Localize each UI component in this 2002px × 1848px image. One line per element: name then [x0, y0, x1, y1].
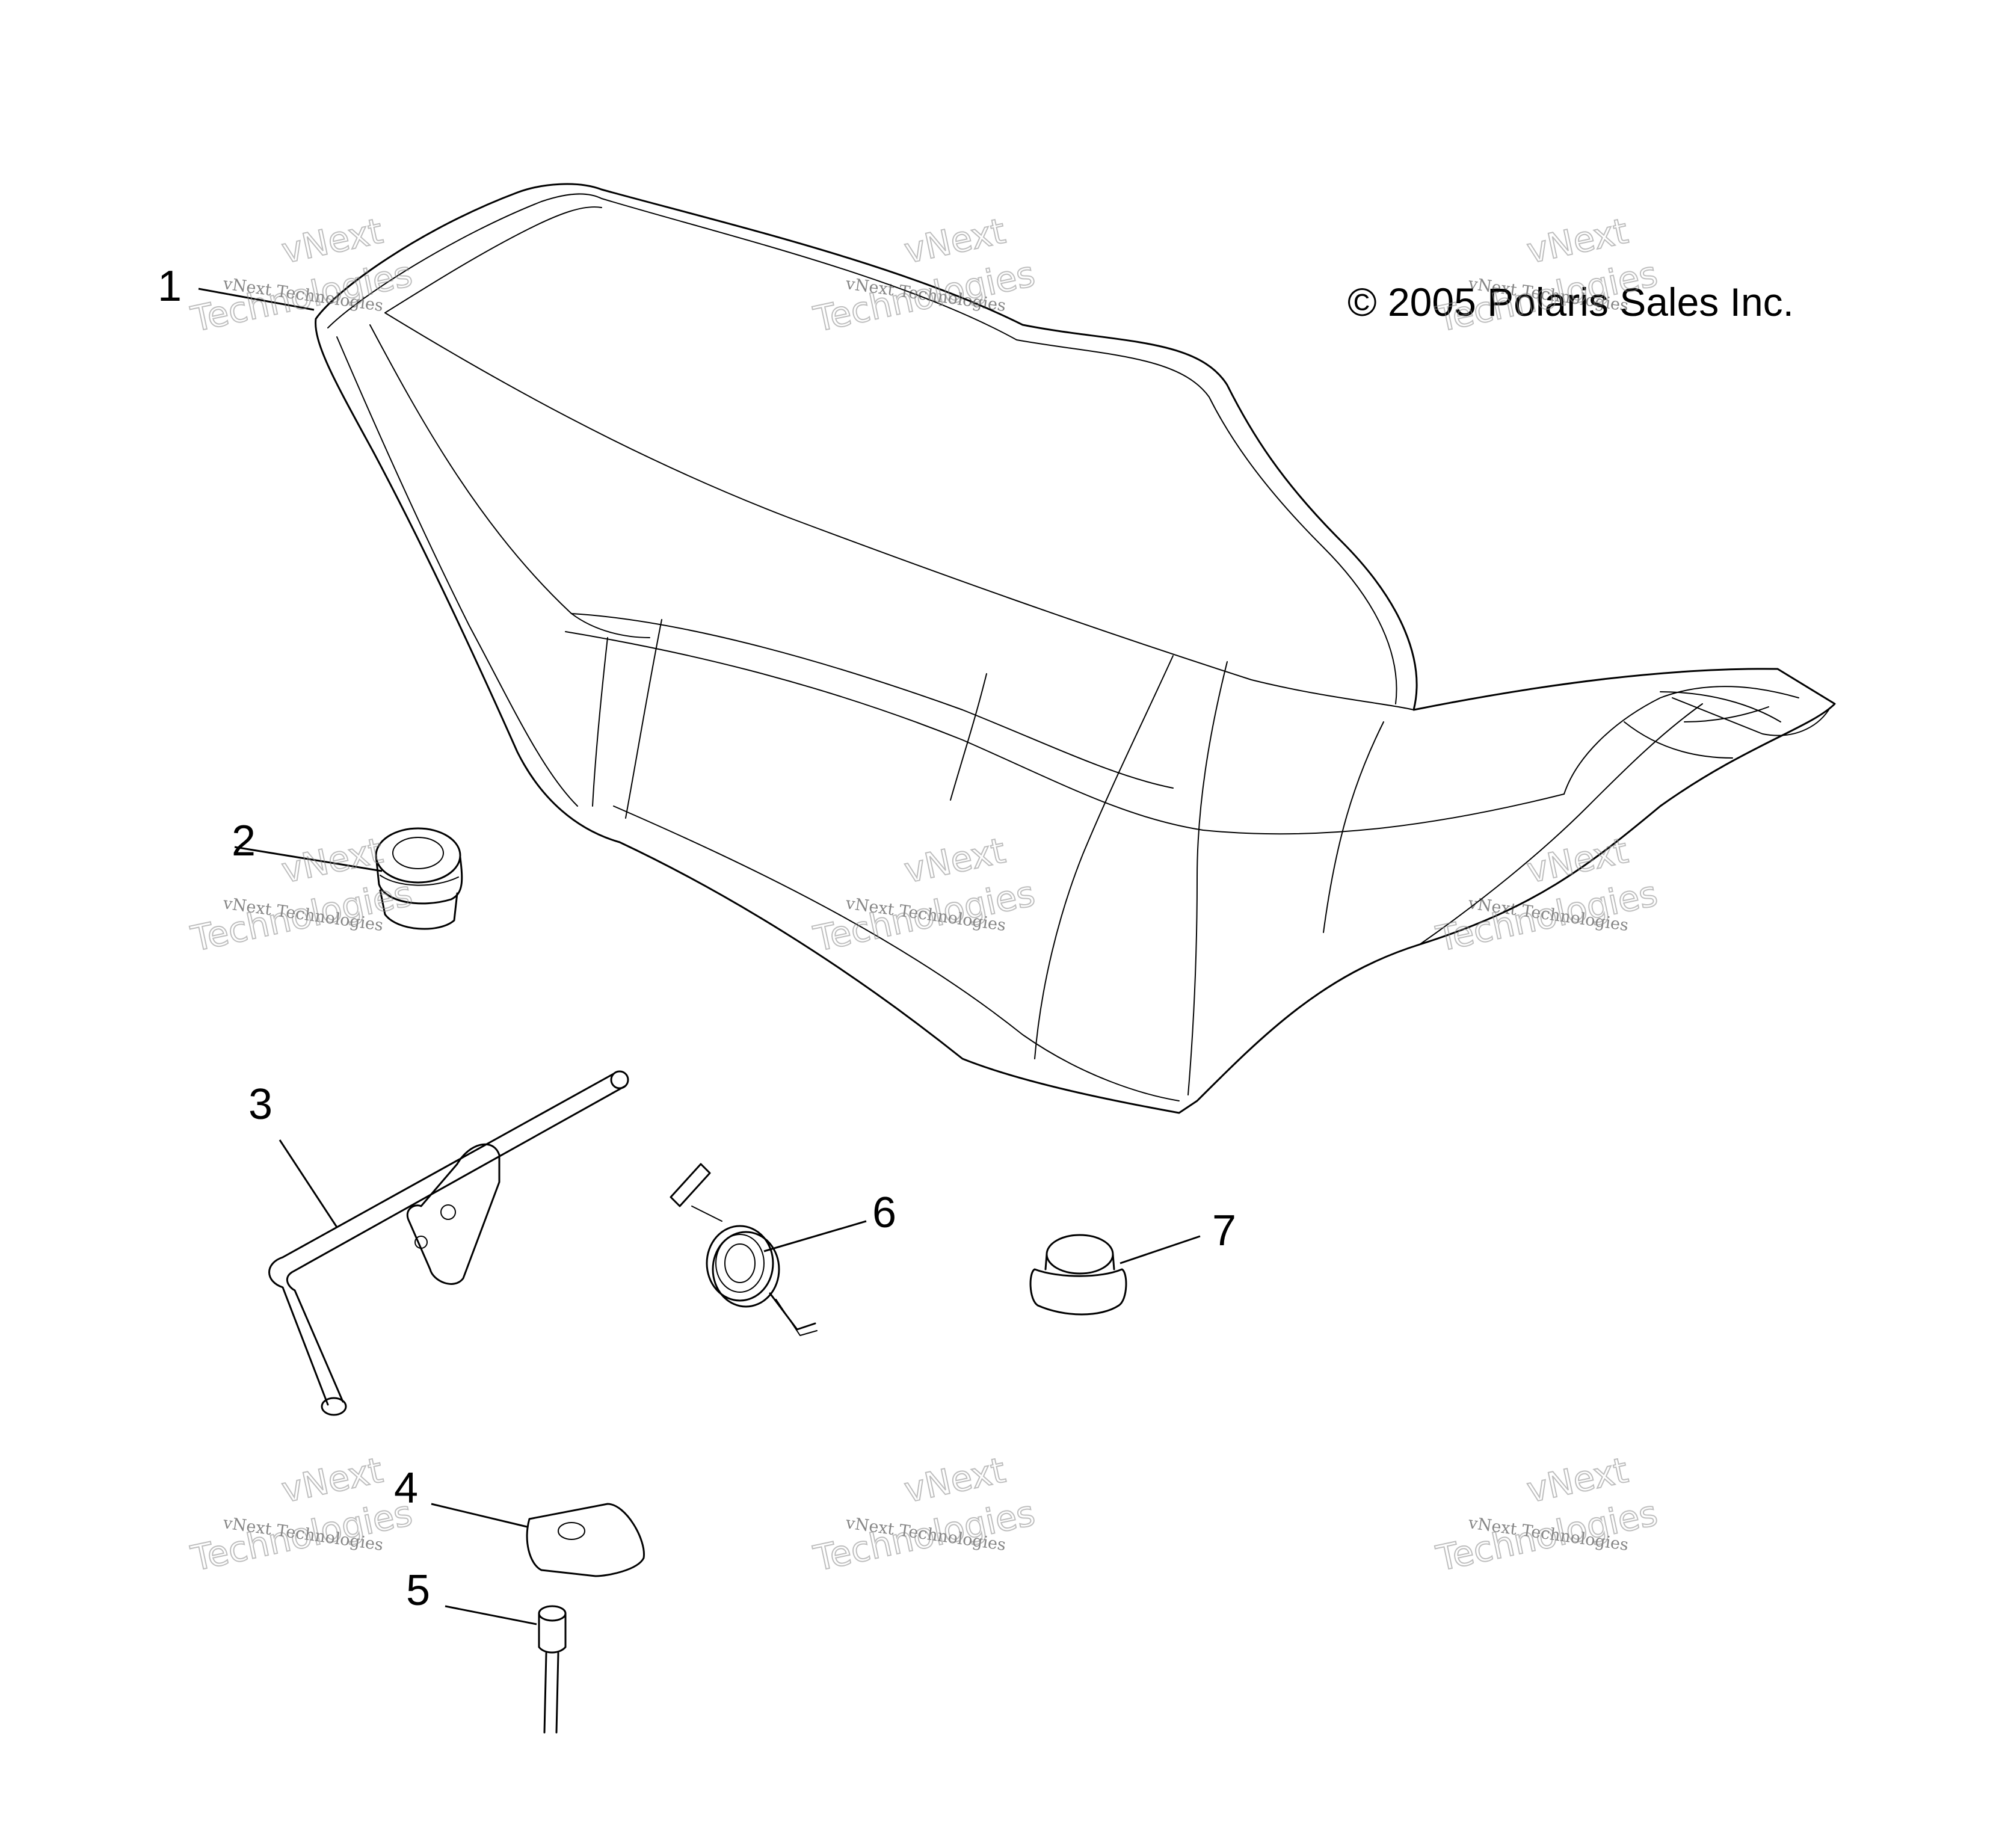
copyright-notice: © 2005 Polaris Sales Inc.	[1348, 280, 1794, 324]
watermark: vNext Technologies vNext Technologies	[187, 830, 417, 961]
plug-part	[1029, 1234, 1127, 1316]
leader-3	[279, 1139, 338, 1228]
watermark: vNext Technologies vNext Technologies	[810, 1449, 1040, 1580]
callout-1: 1	[158, 262, 182, 310]
callout-2: 2	[232, 817, 256, 865]
seat-part	[315, 183, 1836, 1114]
callout-4: 4	[394, 1464, 418, 1512]
callout-6: 6	[872, 1189, 896, 1237]
callout-7: 7	[1212, 1207, 1236, 1255]
leader-2	[234, 846, 383, 872]
latch-rod-part	[268, 1070, 629, 1416]
rivet-part	[538, 1605, 567, 1734]
watermark-group: vNext Technologies vNext Technologies vN…	[187, 210, 1662, 1580]
watermark: vNext Technologies vNext Technologies	[1432, 830, 1662, 961]
callout-3: 3	[248, 1080, 273, 1129]
leader-1	[198, 288, 315, 311]
spring-part	[670, 1163, 818, 1336]
watermark: vNext Technologies vNext Technologies	[187, 1449, 417, 1580]
watermark: vNext Technologies vNext Technologies	[810, 210, 1040, 341]
leader-7	[1120, 1235, 1201, 1264]
callout-5: 5	[406, 1566, 430, 1615]
leader-5	[445, 1605, 537, 1625]
leader-4	[431, 1503, 528, 1528]
callout-labels: 1 2 3 4 5 6 7	[158, 262, 1236, 1615]
watermark: vNext Technologies vNext Technologies	[187, 210, 417, 341]
leader-lines	[198, 288, 1201, 1625]
grommet-part	[375, 827, 463, 930]
leader-6	[763, 1220, 867, 1252]
watermark: vNext Technologies vNext Technologies	[1432, 1449, 1662, 1580]
plate-part	[526, 1503, 645, 1577]
watermark: vNext Technologies vNext Technologies	[810, 830, 1040, 961]
